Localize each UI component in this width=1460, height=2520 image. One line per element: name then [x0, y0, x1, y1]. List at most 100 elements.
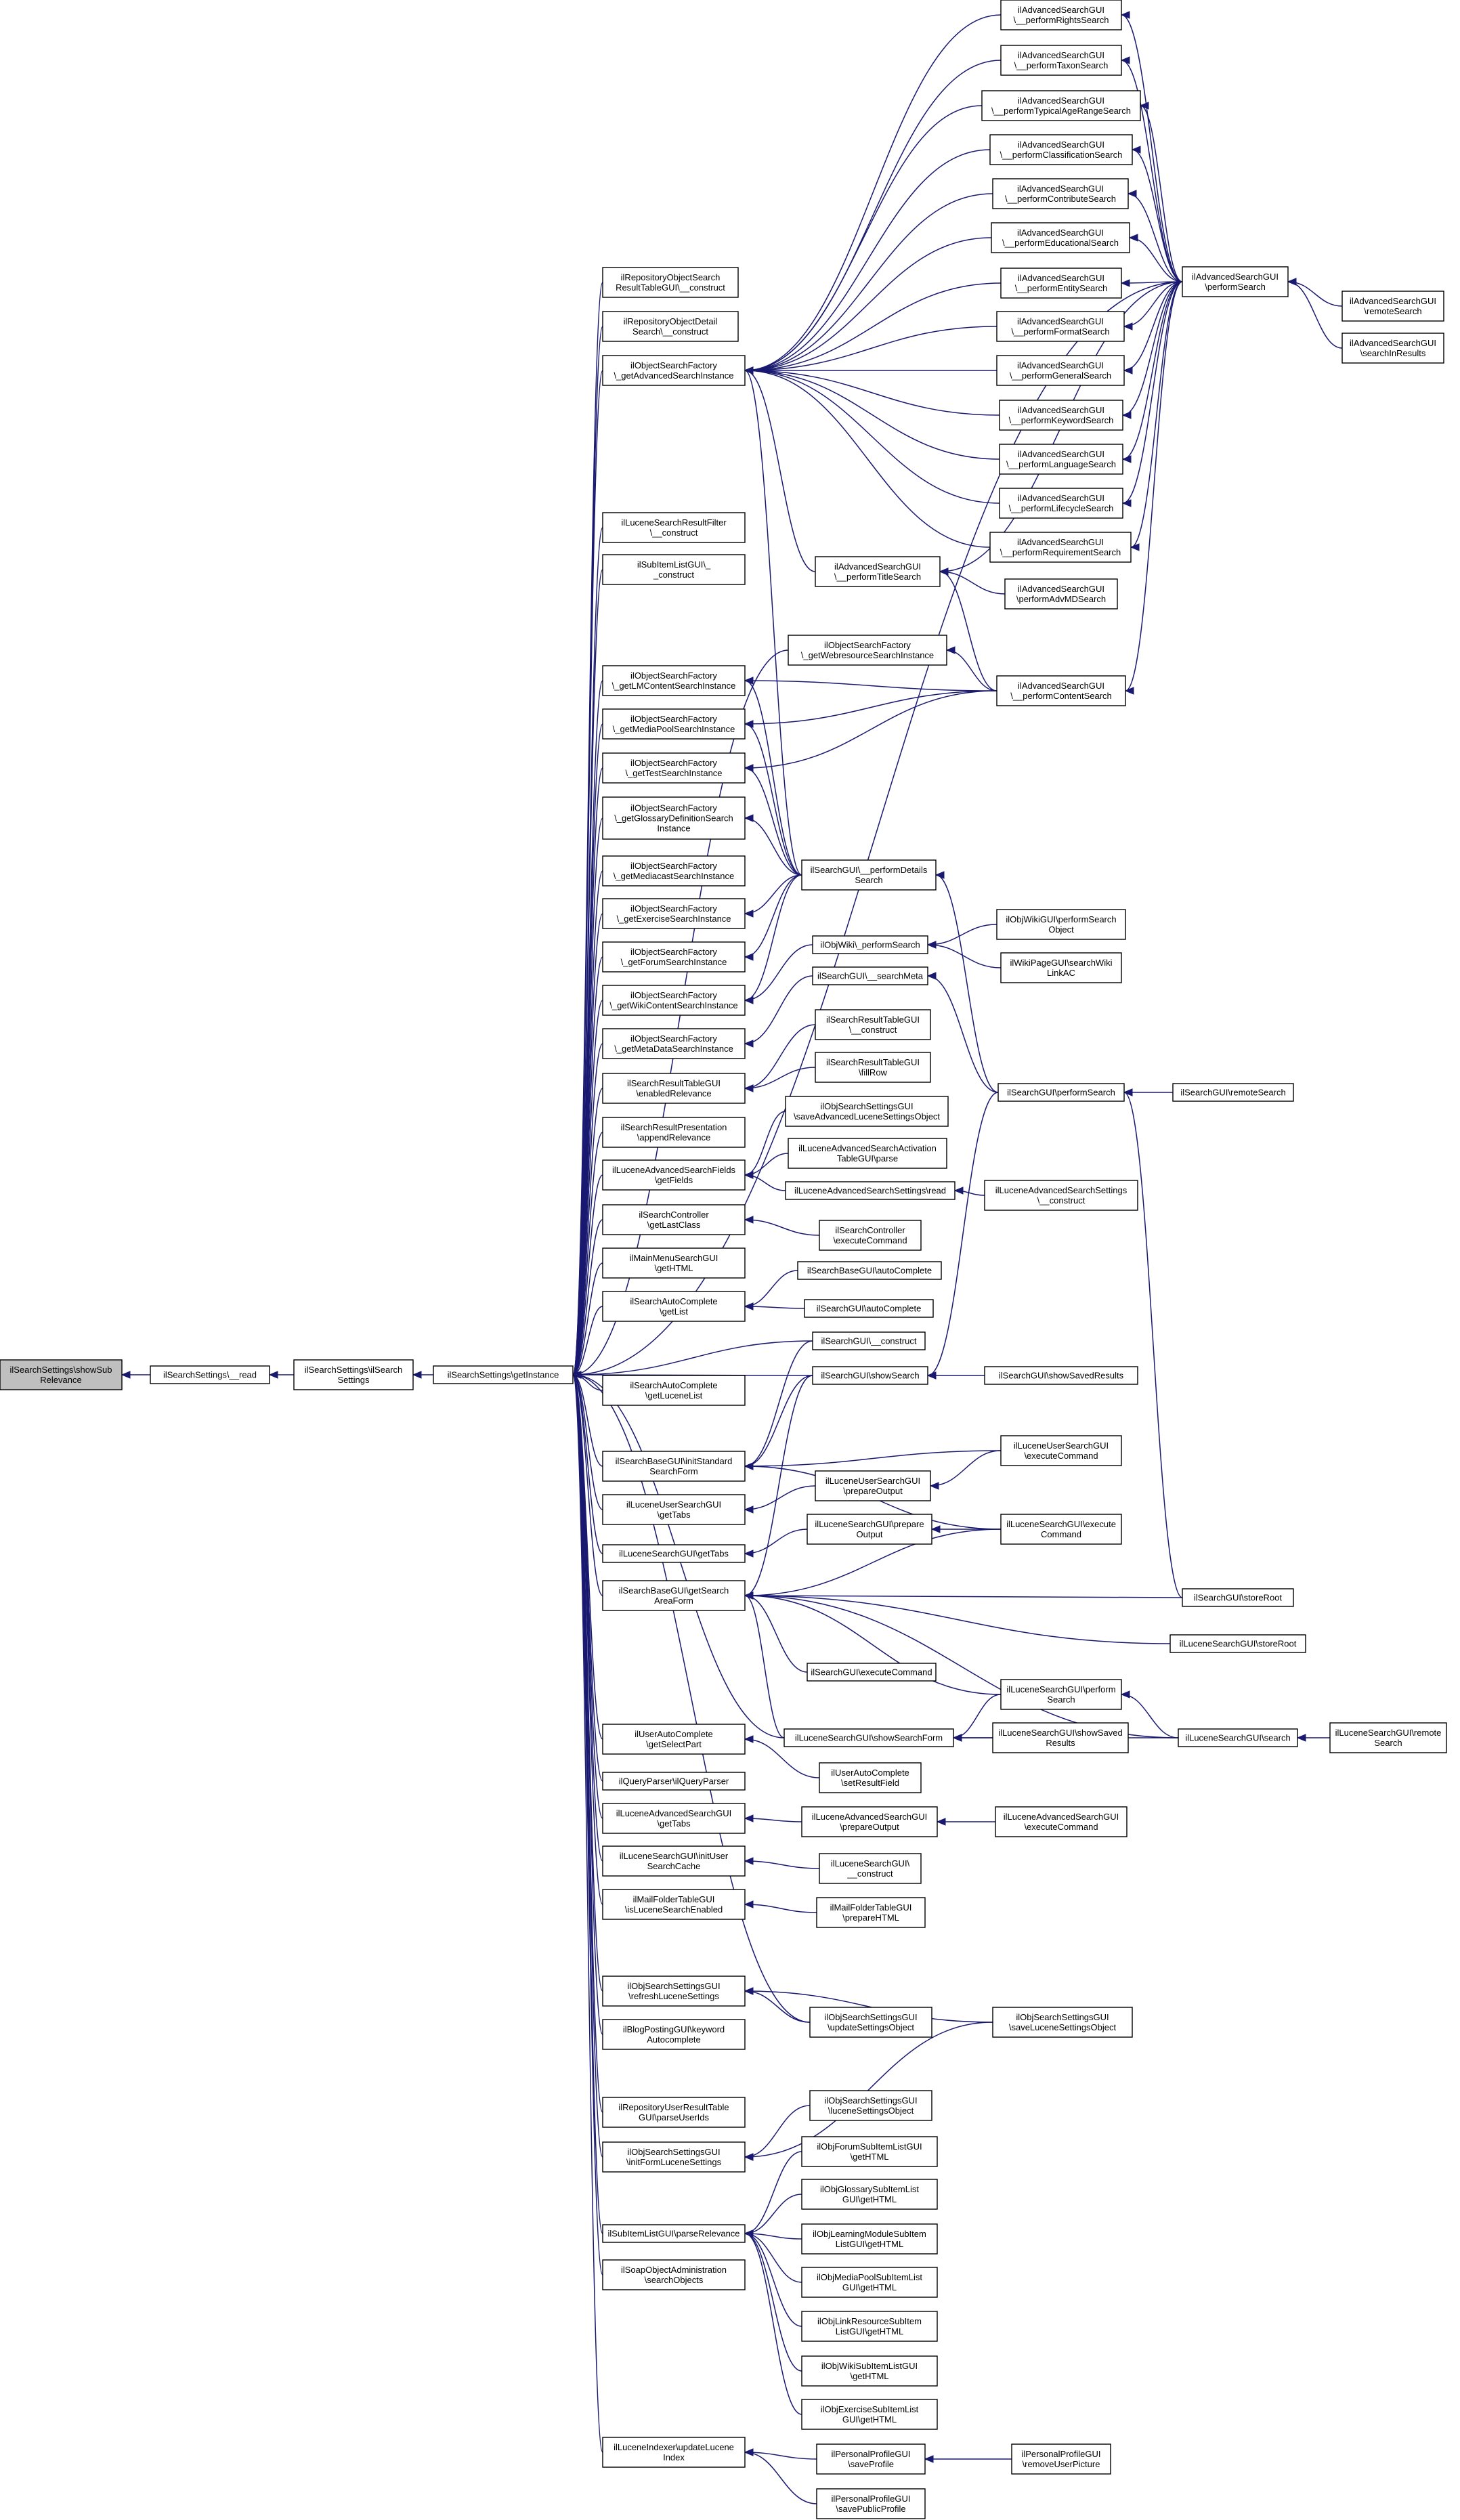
graph-node-pkws[interactable]: ilAdvancedSearchGUI\__performKeywordSear… [999, 400, 1123, 431]
graph-node-sgss[interactable]: ilSearchGUI\showSearch [812, 1366, 928, 1385]
graph-node-lasgt[interactable]: ilLuceneAdvancedSearchGUI\getTabs [602, 1803, 746, 1834]
graph-node-lsrf[interactable]: ilLuceneSearchResultFilter\__construct [602, 512, 746, 543]
graph-node-lusgec[interactable]: ilLuceneUserSearchGUI\executeCommand [1000, 1435, 1122, 1466]
graph-node-ofsl[interactable]: ilObjForumSubItemListGUI\getHTML [801, 2136, 938, 2167]
graph-node-sgsm[interactable]: ilSearchGUI\__searchMeta [812, 966, 928, 985]
graph-node-lasap[interactable]: ilLuceneAdvancedSearchActivationTableGUI… [788, 1138, 947, 1169]
graph-node-lsgps[interactable]: ilLuceneSearchGUI\performSearch [1000, 1679, 1122, 1710]
graph-node-sgps[interactable]: ilSearchGUI\performSearch [997, 1083, 1125, 1102]
graph-node-srtc[interactable]: ilSearchResultTableGUI\__construct [815, 1009, 931, 1040]
graph-node-owps[interactable]: ilObjWiki\_performSearch [812, 935, 928, 954]
graph-node-aps[interactable]: ilAdvancedSearchGUI\performSearch [1182, 266, 1289, 297]
graph-node-pamd[interactable]: ilAdvancedSearchGUI\performAdvMDSearch [1004, 578, 1118, 610]
graph-node-rurt[interactable]: ilRepositoryUserResultTableGUI\parseUser… [602, 2097, 746, 2128]
graph-node-lsgssr[interactable]: ilLuceneSearchGUI\showSavedResults [992, 1722, 1129, 1753]
graph-node-sbac[interactable]: ilSearchBaseGUI\autoComplete [797, 1261, 942, 1280]
graph-node-pens[interactable]: ilAdvancedSearchGUI\__performEntitySearc… [1000, 268, 1122, 299]
graph-node-lsgs[interactable]: ilLuceneSearchGUI\search [1178, 1728, 1298, 1747]
graph-node-arms[interactable]: ilAdvancedSearchGUI\remoteSearch [1341, 291, 1444, 322]
graph-node-gi[interactable]: ilSearchSettings\getInstance [433, 1365, 574, 1384]
graph-node-prqs[interactable]: ilAdvancedSearchGUI\__performRequirement… [989, 532, 1132, 563]
graph-node-gmp[interactable]: ilObjectSearchFactory\_getMediaPoolSearc… [602, 708, 746, 740]
graph-node-ggd[interactable]: ilObjectSearchFactory\_getGlossaryDefini… [602, 796, 746, 840]
graph-node-lsgssf[interactable]: ilLuceneSearchGUI\showSearchForm [783, 1728, 954, 1747]
graph-node-mftg[interactable]: ilMailFolderTableGUI\isLuceneSearchEnabl… [602, 1889, 746, 1920]
graph-node-lsgc[interactable]: ilLuceneSearchGUI\__construct [819, 1853, 922, 1884]
graph-node-rod[interactable]: ilRepositoryObjectDetailSearch\__constru… [602, 311, 739, 342]
graph-node-gfs[interactable]: ilObjectSearchFactory\_getForumSearchIns… [602, 941, 746, 973]
graph-node-silpr[interactable]: ilSubItemListGUI\parseRelevance [602, 2224, 746, 2243]
graph-node-sgsr[interactable]: ilSearchGUI\storeRoot [1182, 1588, 1294, 1607]
graph-node-saclu[interactable]: ilSearchAutoComplete\getLuceneList [602, 1375, 746, 1406]
graph-node-lusgpo[interactable]: ilLuceneUserSearchGUI\prepareOutput [815, 1470, 931, 1501]
graph-node-sgc[interactable]: ilSearchGUI\__construct [812, 1331, 926, 1350]
graph-node-lsgsr[interactable]: ilLuceneSearchGUI\storeRoot [1169, 1634, 1306, 1653]
graph-node-sclc[interactable]: ilSearchController\getLastClass [602, 1204, 746, 1235]
graph-node-uacrf[interactable]: ilUserAutoComplete\setResultField [819, 1762, 922, 1793]
graph-node-mmsg[interactable]: ilMainMenuSearchGUI\getHTML [602, 1247, 746, 1279]
graph-node-ppspp[interactable]: ilPersonalProfileGUI\savePublicProfile [816, 2488, 926, 2519]
graph-node-pcls[interactable]: ilAdvancedSearchGUI\__performClassificat… [989, 134, 1133, 165]
graph-node-uacsp[interactable]: ilUserAutoComplete\getSelectPart [602, 1724, 746, 1755]
graph-node-glm[interactable]: ilObjectSearchFactory\_getLMContentSearc… [602, 665, 746, 696]
graph-node-pcos[interactable]: ilAdvancedSearchGUI\__performContributeS… [992, 178, 1129, 209]
graph-node-lassc[interactable]: ilLuceneAdvancedSearchSettings\__constru… [984, 1180, 1138, 1211]
graph-node-sil[interactable]: ilSubItemListGUI\__construct [602, 554, 746, 585]
graph-node-gasi[interactable]: ilObjectSearchFactory\_getAdvancedSearch… [602, 355, 746, 386]
graph-node-pcts[interactable]: ilAdvancedSearchGUI\__performContentSear… [996, 675, 1126, 706]
graph-node-lasgpo[interactable]: ilLuceneAdvancedSearchGUI\prepareOutput [801, 1806, 938, 1837]
graph-node-lsgec[interactable]: ilLuceneSearchGUI\executeCommand [1000, 1514, 1122, 1545]
graph-node-mftph[interactable]: ilMailFolderTableGUI\prepareHTML [816, 1897, 926, 1928]
graph-node-osslo[interactable]: ilObjSearchSettingsGUI\luceneSettingsObj… [809, 2090, 932, 2121]
graph-node-srer[interactable]: ilSearchResultTableGUI\enabledRelevance [602, 1073, 746, 1104]
graph-node-sacl[interactable]: ilSearchAutoComplete\getList [602, 1291, 746, 1322]
graph-node-ossus[interactable]: ilObjSearchSettingsGUI\updateSettingsObj… [809, 2007, 932, 2038]
graph-node-srtf[interactable]: ilSearchResultTableGUI\fillRow [815, 1052, 931, 1083]
graph-node-lasf[interactable]: ilLuceneAdvancedSearchFields\getFields [602, 1159, 746, 1191]
graph-node-owsl[interactable]: ilObjWikiSubItemListGUI\getHTML [801, 2355, 938, 2387]
graph-node-lassr[interactable]: ilLuceneAdvancedSearchSettings\read [785, 1181, 956, 1200]
graph-node-peds[interactable]: ilAdvancedSearchGUI\__performEducational… [991, 222, 1130, 253]
graph-node-qp[interactable]: ilQueryParser\ilQueryParser [602, 1772, 746, 1791]
graph-node-gwr[interactable]: ilObjectSearchFactory\_getWebresourceSea… [788, 635, 947, 666]
graph-node-ptxs[interactable]: ilAdvancedSearchGUI\__performTaxonSearch [1000, 45, 1122, 76]
graph-node-ctor[interactable]: ilSearchSettings\ilSearchSettings [293, 1359, 414, 1390]
graph-node-gts[interactable]: ilObjectSearchFactory\_getTestSearchInst… [602, 752, 746, 784]
graph-node-sgac[interactable]: ilSearchGUI\autoComplete [804, 1299, 934, 1318]
graph-node-scec[interactable]: ilSearchController\executeCommand [819, 1220, 922, 1251]
graph-node-read[interactable]: ilSearchSettings\__read [150, 1365, 270, 1384]
graph-node-asir[interactable]: ilAdvancedSearchGUI\searchInResults [1341, 333, 1444, 364]
graph-node-olmsl[interactable]: ilObjLearningModuleSubItemListGUI\getHTM… [801, 2223, 938, 2255]
graph-node-gmd[interactable]: ilObjectSearchFactory\_getMetaDataSearch… [602, 1028, 746, 1059]
graph-node-prs[interactable]: ilAdvancedSearchGUI\__performRightsSearc… [1000, 0, 1122, 30]
graph-node-osslso[interactable]: ilObjSearchSettingsGUI\saveLuceneSetting… [992, 2007, 1133, 2038]
graph-node-ges[interactable]: ilObjectSearchFactory\_getExerciseSearch… [602, 898, 746, 929]
graph-node-lsgt[interactable]: ilLuceneSearchGUI\getTabs [602, 1544, 746, 1563]
graph-node-lsgrs[interactable]: ilLuceneSearchGUI\remoteSearch [1329, 1722, 1447, 1753]
graph-node-soas[interactable]: ilSoapObjectAdministration\searchObjects [602, 2259, 746, 2290]
graph-node-srp[interactable]: ilSearchResultPresentation\appendRelevan… [602, 1117, 746, 1148]
graph-node-pts[interactable]: ilAdvancedSearchGUI\__performTitleSearch [815, 556, 941, 587]
graph-node-pfms[interactable]: ilAdvancedSearchGUI\__performFormatSearc… [996, 311, 1125, 342]
graph-node-lasgec[interactable]: ilLuceneAdvancedSearchGUI\executeCommand [995, 1806, 1128, 1837]
graph-node-lusgt[interactable]: ilLuceneUserSearchGUI\getTabs [602, 1494, 746, 1525]
graph-node-gwc[interactable]: ilObjectSearchFactory\_getWikiContentSea… [602, 985, 746, 1016]
graph-node-gmc[interactable]: ilObjectSearchFactory\_getMediacastSearc… [602, 855, 746, 887]
graph-node-ppsp[interactable]: ilPersonalProfileGUI\saveProfile [816, 2443, 926, 2475]
graph-node-sgec[interactable]: ilSearchGUI\executeCommand [807, 1663, 937, 1682]
graph-node-ossif[interactable]: ilObjSearchSettingsGUI\initFormLuceneSet… [602, 2141, 746, 2173]
graph-node-plas[interactable]: ilAdvancedSearchGUI\__performLanguageSea… [999, 444, 1123, 475]
graph-node-sgrs[interactable]: ilSearchGUI\remoteSearch [1172, 1083, 1294, 1102]
